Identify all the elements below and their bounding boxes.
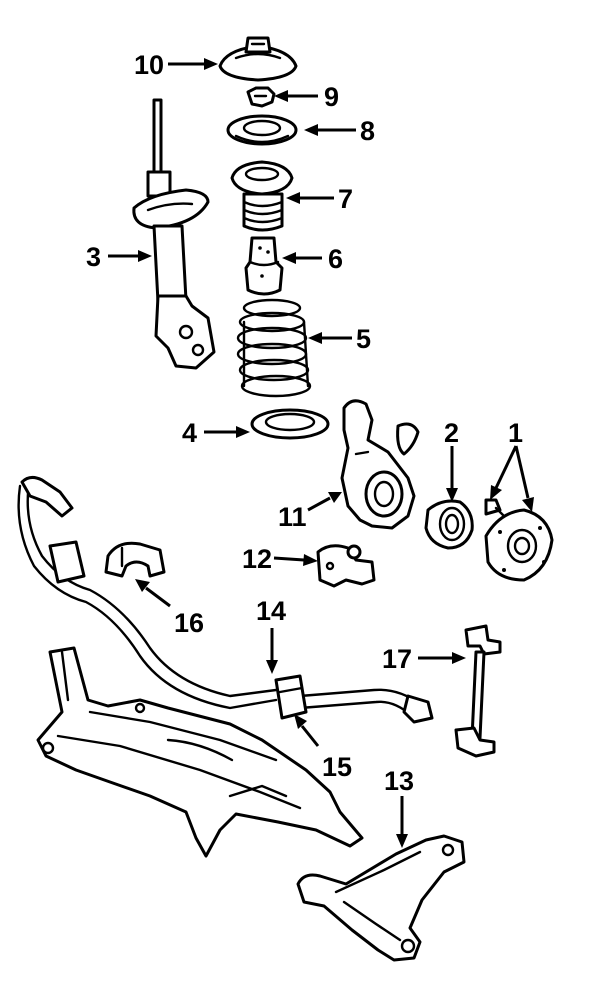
callout-8: 8 xyxy=(360,116,375,146)
part-4-lower-insulator xyxy=(250,408,330,440)
callout-5: 5 xyxy=(356,324,371,354)
callout-17: 17 xyxy=(382,644,412,674)
callout-labels: 1 2 3 4 5 6 7 8 9 10 11 12 13 14 15 16 1… xyxy=(86,50,523,796)
part-8-spring-seat xyxy=(226,114,298,146)
part-6-bump-stop xyxy=(244,236,284,296)
callout-3: 3 xyxy=(86,242,101,272)
leader-lines xyxy=(108,58,534,848)
front-subframe xyxy=(36,646,364,858)
part-16-bushing-bracket xyxy=(104,541,166,578)
part-17-stabilizer-link xyxy=(454,624,502,758)
part-1-hub-and-stud xyxy=(484,498,554,582)
callout-13: 13 xyxy=(384,766,414,796)
part-11-steering-knuckle xyxy=(340,399,420,530)
callout-1: 1 xyxy=(508,418,523,448)
part-10-strut-mount xyxy=(218,36,298,82)
part-2-wheel-bearing xyxy=(424,499,474,550)
part-9-nut xyxy=(246,86,276,108)
callout-2: 2 xyxy=(444,418,459,448)
part-7-upper-insulator xyxy=(230,160,294,232)
callout-6: 6 xyxy=(328,244,343,274)
callout-14: 14 xyxy=(256,596,286,626)
callout-9: 9 xyxy=(324,82,339,112)
part-15-bar-bushing xyxy=(274,674,308,720)
part-3-strut-assembly xyxy=(132,98,216,370)
callout-12: 12 xyxy=(242,544,272,574)
callout-16: 16 xyxy=(174,608,204,638)
callout-11: 11 xyxy=(278,502,307,532)
part-13-lower-control-arm xyxy=(296,834,466,962)
callout-7: 7 xyxy=(338,184,353,214)
part-12-ball-joint xyxy=(316,544,376,588)
callout-4: 4 xyxy=(182,418,197,448)
stabilizer-bar xyxy=(17,475,434,724)
callout-10: 10 xyxy=(134,50,164,80)
part-5-coil-spring xyxy=(236,298,312,398)
callout-15: 15 xyxy=(322,752,352,782)
